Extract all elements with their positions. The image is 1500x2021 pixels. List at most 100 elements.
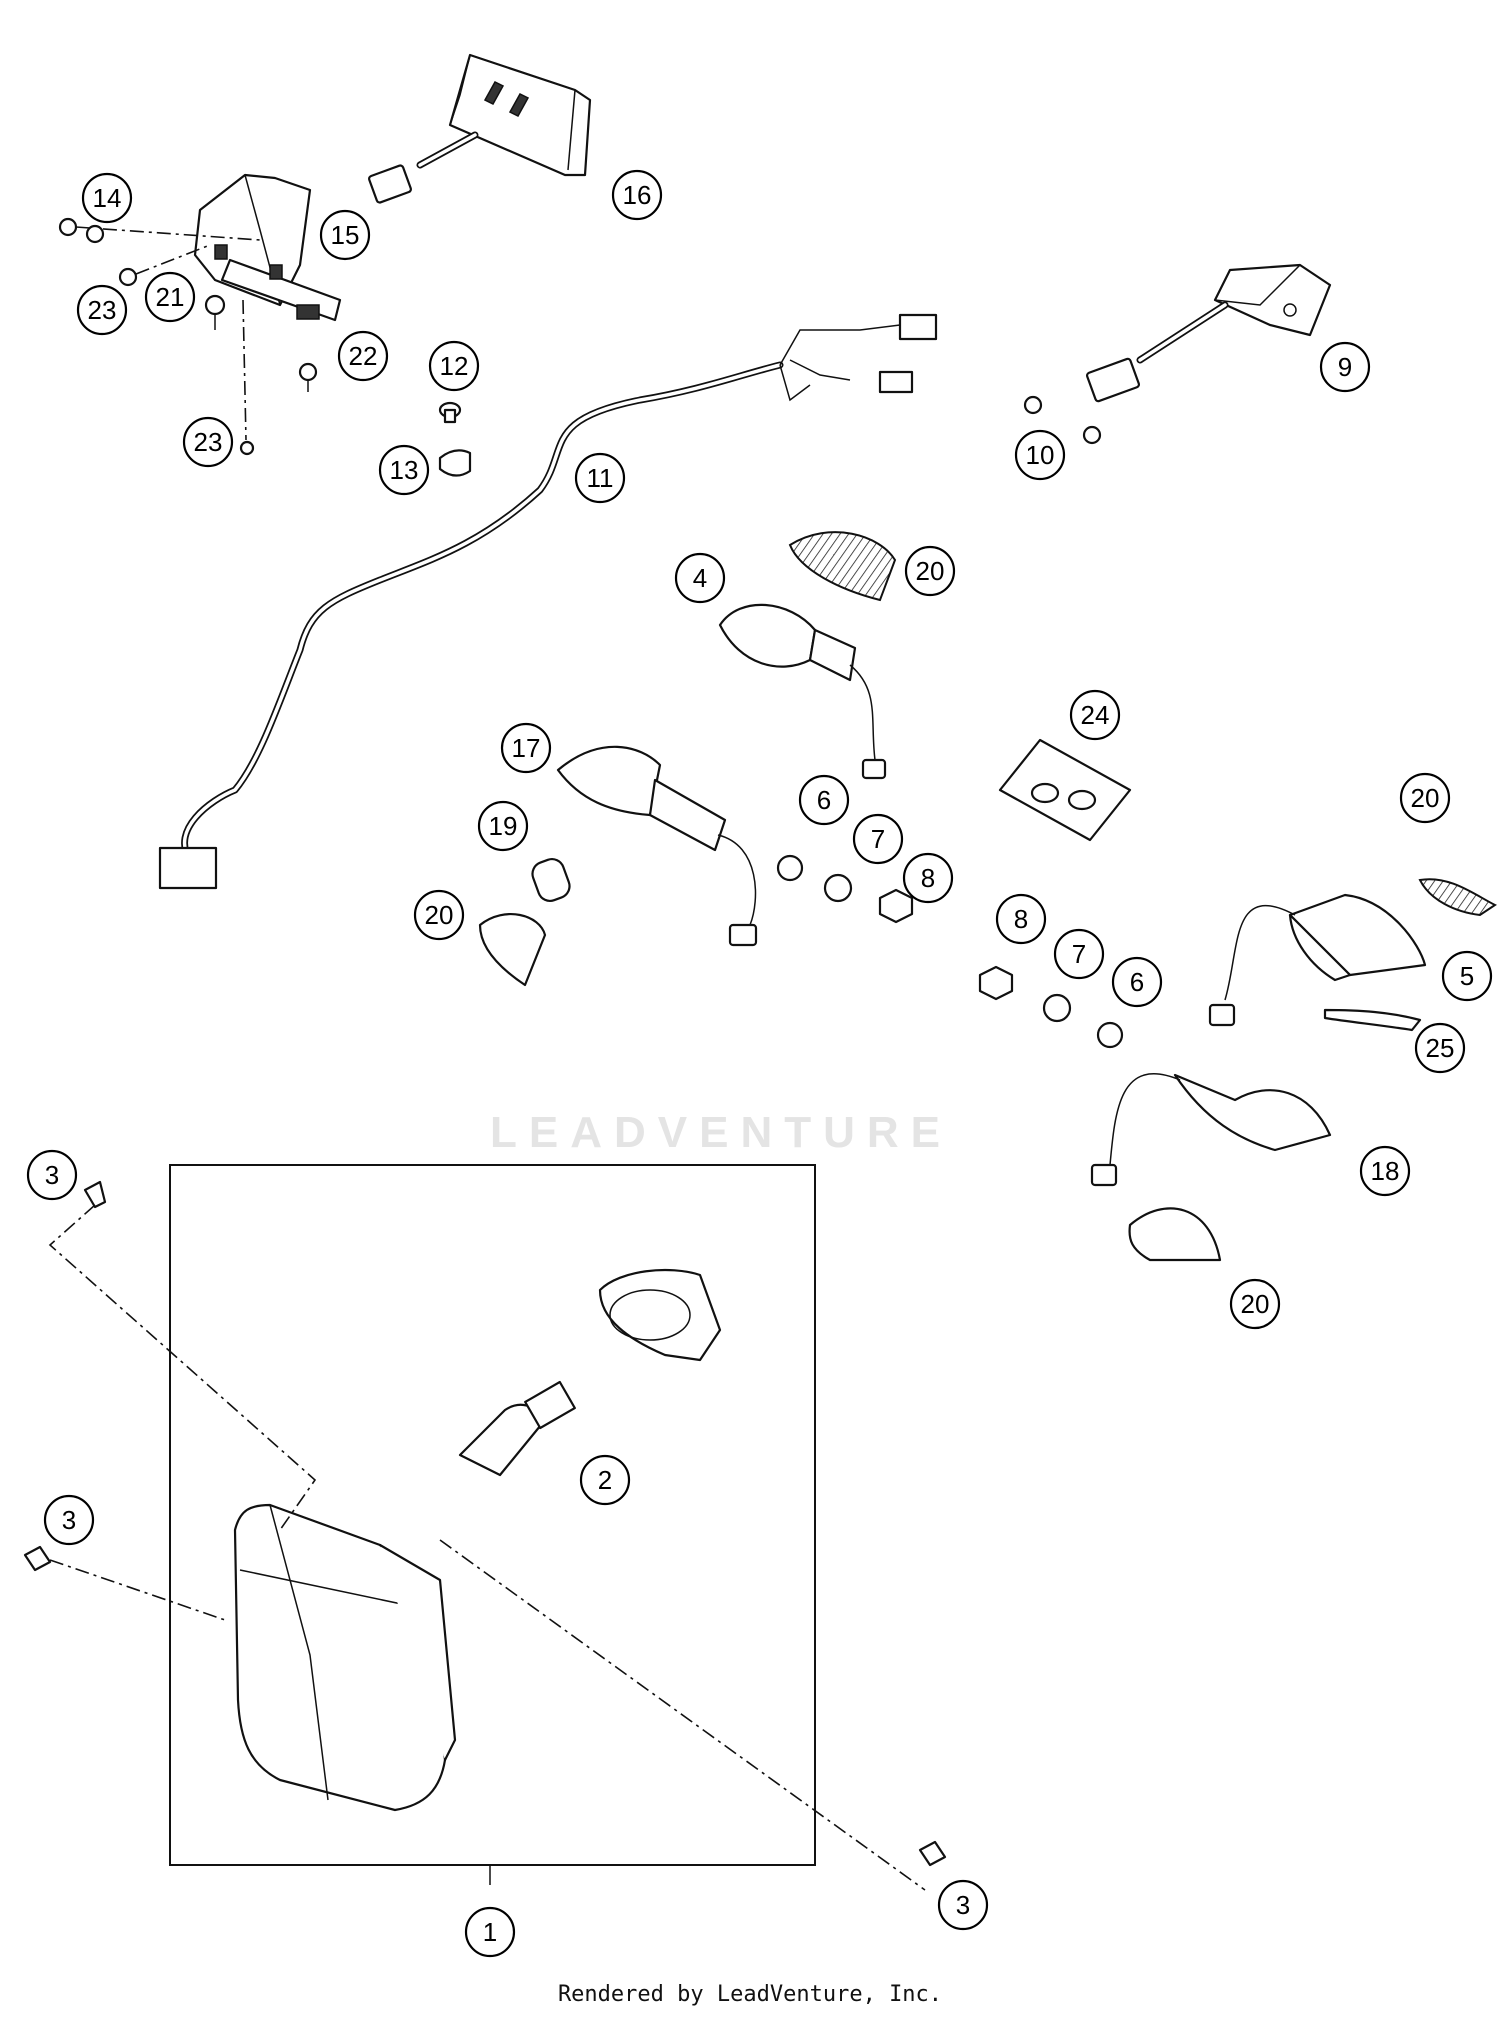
headlight-cover-socket	[598, 1268, 722, 1362]
callout-label: 1	[483, 1917, 497, 1947]
callout-c4: 4	[674, 552, 726, 604]
callout-circle	[413, 889, 465, 941]
callout-c17: 17	[500, 722, 552, 774]
callout-circle	[611, 169, 663, 221]
footer-credit: Rendered by LeadVenture, Inc.	[557, 1982, 943, 2007]
screw-23b	[298, 362, 318, 392]
callout-circle	[76, 284, 128, 336]
nut-8a	[878, 888, 914, 924]
callout-c5: 5	[1441, 950, 1493, 1002]
callout-c3a: 3	[26, 1149, 78, 1201]
lens-20c	[1418, 878, 1497, 917]
callout-circle	[1441, 950, 1493, 1002]
callout-c15: 15	[319, 209, 371, 261]
callout-label: 18	[1371, 1156, 1400, 1186]
callout-circle	[1399, 772, 1451, 824]
callout-circle	[337, 330, 389, 382]
callout-label: 23	[194, 427, 223, 457]
callout-label: 8	[921, 863, 935, 893]
callout-circle	[937, 1879, 989, 1931]
callout-label: 3	[62, 1505, 76, 1535]
bulb-socket-set	[998, 738, 1132, 842]
callout-circle	[464, 1906, 516, 1958]
callout-c20c: 20	[1399, 772, 1451, 824]
callout-c21: 21	[144, 271, 196, 323]
screw-10b	[1082, 425, 1102, 445]
callout-c6a: 6	[798, 774, 850, 826]
callout-c9: 9	[1319, 341, 1371, 393]
callout-label: 20	[916, 556, 945, 586]
callout-circle	[81, 172, 133, 224]
callout-circle	[182, 416, 234, 468]
lock-washer-7b	[1042, 993, 1072, 1023]
turn-signal-rear-left	[556, 745, 758, 947]
callout-label: 7	[871, 824, 885, 854]
screw-3c	[918, 1840, 947, 1867]
callout-c25: 25	[1414, 1022, 1466, 1074]
callout-circle	[902, 852, 954, 904]
callout-c20d: 20	[1229, 1278, 1281, 1330]
callout-circle	[852, 813, 904, 865]
callout-c24: 24	[1069, 689, 1121, 741]
leader-3c	[439, 1539, 926, 1891]
nut-8b	[978, 965, 1014, 1001]
callout-circle	[1014, 429, 1066, 481]
screw-23c	[239, 299, 255, 456]
callout-label: 20	[425, 900, 454, 930]
callout-label: 21	[156, 282, 185, 312]
leader-3a	[48, 1204, 317, 1531]
callout-circle	[904, 545, 956, 597]
screw-14a	[58, 217, 261, 241]
clip-22	[296, 304, 320, 320]
callout-label: 15	[331, 220, 360, 250]
screw-10a	[1023, 395, 1043, 415]
callout-circle	[995, 893, 1047, 945]
callout-c14: 14	[81, 172, 133, 224]
callout-circle	[1319, 341, 1371, 393]
callout-c19: 19	[477, 800, 529, 852]
washer-6a	[776, 854, 804, 882]
callout-label: 6	[817, 785, 831, 815]
callout-label: 13	[390, 455, 419, 485]
callout-label: 11	[587, 463, 614, 493]
callout-circle	[477, 800, 529, 852]
callout-c8a: 8	[902, 852, 954, 904]
callout-label: 2	[598, 1465, 612, 1495]
callout-c7b: 7	[1053, 928, 1105, 980]
callout-c8b: 8	[995, 893, 1047, 945]
turn-signal-front-left	[718, 603, 887, 780]
callout-circle	[1229, 1278, 1281, 1330]
screw-21	[204, 294, 226, 330]
callout-label: 3	[956, 1890, 970, 1920]
callout-circle	[798, 774, 850, 826]
callout-c3b: 3	[43, 1494, 95, 1546]
callout-circle	[1111, 956, 1163, 1008]
lens-20d	[1128, 1207, 1222, 1262]
headlight-bulb-h4	[458, 1380, 576, 1477]
callout-circle	[1414, 1022, 1466, 1074]
callout-label: 25	[1426, 1033, 1455, 1063]
callout-c22: 22	[337, 330, 389, 382]
turn-signal-front-right	[1208, 893, 1427, 1027]
callout-label: 6	[1130, 967, 1144, 997]
lock-washer-7a	[823, 873, 853, 903]
callout-label: 16	[623, 180, 652, 210]
callout-c20a: 20	[904, 545, 956, 597]
turn-signal-rear-right	[1090, 1073, 1332, 1187]
bulb-19	[531, 858, 571, 902]
screw-3a	[83, 1180, 107, 1209]
callout-circle	[144, 271, 196, 323]
callout-c16: 16	[611, 169, 663, 221]
headlight-assembly-box	[169, 1164, 816, 1885]
callout-label: 8	[1014, 904, 1028, 934]
callout-circle	[26, 1149, 78, 1201]
headlight-housing	[233, 1503, 457, 1812]
callout-label: 9	[1338, 352, 1352, 382]
callout-circle	[428, 340, 480, 392]
lens-20b	[478, 913, 547, 987]
callout-c1: 1	[464, 1906, 516, 1958]
watermark-brand: LEADVENTURE	[490, 1108, 953, 1157]
screw-3b	[23, 1545, 52, 1572]
leader-3b	[49, 1559, 226, 1621]
